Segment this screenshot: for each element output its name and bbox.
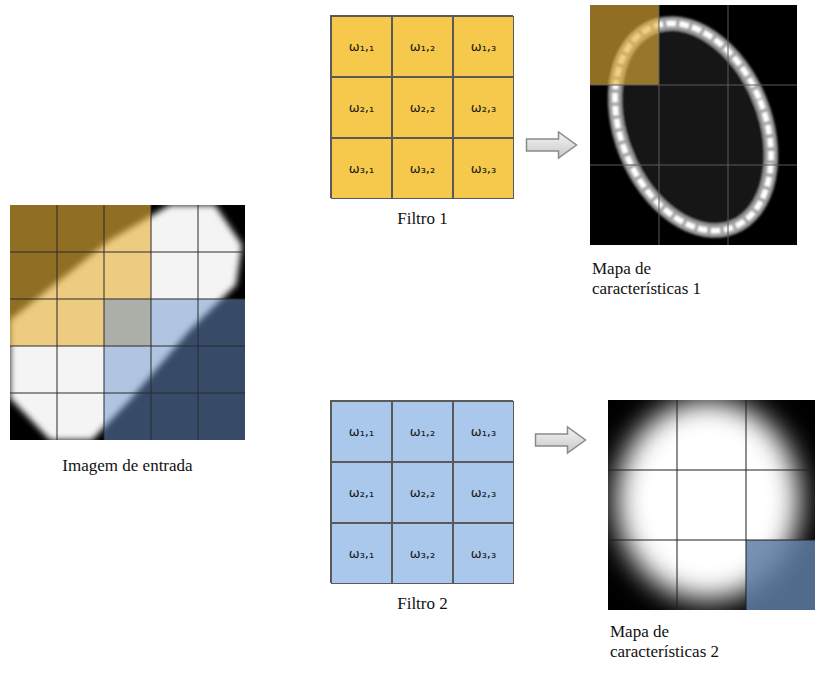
weight-label: ω₁,₂ <box>410 424 435 439</box>
image-caption: Imagem de entrada <box>62 456 192 476</box>
weight-cell: ω₂,₃ <box>453 77 514 138</box>
weight-cell: ω₃,₂ <box>392 523 453 584</box>
image-ground <box>10 205 245 440</box>
map-ground <box>608 400 815 610</box>
weight-cell: ω₂,₂ <box>392 462 453 523</box>
filter2-window <box>104 299 245 440</box>
weight-cell: ω₁,₃ <box>453 16 514 77</box>
input-image <box>10 205 245 440</box>
weight-label: ω₂,₃ <box>471 485 496 500</box>
weight-label: ω₁,₂ <box>410 39 435 54</box>
weight-cell: ω₂,₃ <box>453 462 514 523</box>
weight-label: ω₃,₁ <box>349 161 374 176</box>
map-grid <box>590 5 797 245</box>
filter-caption: Filtro 1 <box>397 209 448 229</box>
feature-map-frame: Mapa de características 2 <box>608 400 815 610</box>
map-grid <box>608 400 815 610</box>
weight-label: ω₃,₂ <box>410 546 435 561</box>
weight-label: ω₁,₃ <box>471 424 496 439</box>
weight-label: ω₃,₃ <box>471 546 496 561</box>
weight-label: ω₃,₁ <box>349 546 374 561</box>
filter-caption: Filtro 2 <box>397 594 448 614</box>
weight-label: ω₁,₁ <box>349 39 374 54</box>
weight-cell: ω₂,₁ <box>331 462 392 523</box>
edge-ring-halo <box>590 5 797 245</box>
weight-label: ω₂,₂ <box>410 100 435 115</box>
weight-cell: ω₁,₁ <box>331 16 392 77</box>
weight-cell: ω₃,₁ <box>331 523 392 584</box>
weight-cell: ω₂,₁ <box>331 77 392 138</box>
weight-cell: ω₁,₂ <box>392 401 453 462</box>
weight-cell: ω₃,₃ <box>453 138 514 199</box>
feature-map-1-image <box>590 5 797 245</box>
weight-cell: ω₁,₁ <box>331 401 392 462</box>
weight-cell: ω₃,₂ <box>392 138 453 199</box>
weight-cell: ω₁,₃ <box>453 401 514 462</box>
weight-cell: ω₂,₂ <box>392 77 453 138</box>
image-grid <box>10 205 245 440</box>
weight-cell: ω₃,₃ <box>453 523 514 584</box>
weight-label: ω₂,₁ <box>349 485 374 500</box>
weight-label: ω₃,₃ <box>471 161 496 176</box>
filter1-result-cell <box>590 5 659 85</box>
block-arrow <box>527 132 577 158</box>
image-caption: Mapa de características 2 <box>610 622 750 663</box>
weight-label: ω₁,₃ <box>471 39 496 54</box>
weight-label: ω₂,₂ <box>410 485 435 500</box>
weight-label: ω₃,₂ <box>410 161 435 176</box>
weight-label: ω₂,₃ <box>471 100 496 115</box>
weight-cell: ω₃,₁ <box>331 138 392 199</box>
feature-map-frame: Mapa de características 1 <box>590 5 797 245</box>
filter2-result-cell <box>746 540 815 610</box>
weight-label: ω₁,₁ <box>349 424 374 439</box>
filter-grid: Filtro 1ω₁,₁ω₁,₂ω₁,₃ω₂,₁ω₂,₂ω₂,₃ω₃,₁ω₃,₂… <box>330 15 513 198</box>
filter-grid: Filtro 2ω₁,₁ω₁,₂ω₁,₃ω₂,₁ω₂,₂ω₂,₃ω₃,₁ω₃,₂… <box>330 400 513 583</box>
input-image-frame: Imagem de entrada <box>10 205 245 440</box>
feature-map-2-image <box>608 400 815 610</box>
edge-ring <box>590 5 797 245</box>
image-caption: Mapa de características 1 <box>592 259 732 300</box>
block-arrow <box>536 427 586 453</box>
weight-label: ω₂,₁ <box>349 100 374 115</box>
weight-cell: ω₁,₂ <box>392 16 453 77</box>
